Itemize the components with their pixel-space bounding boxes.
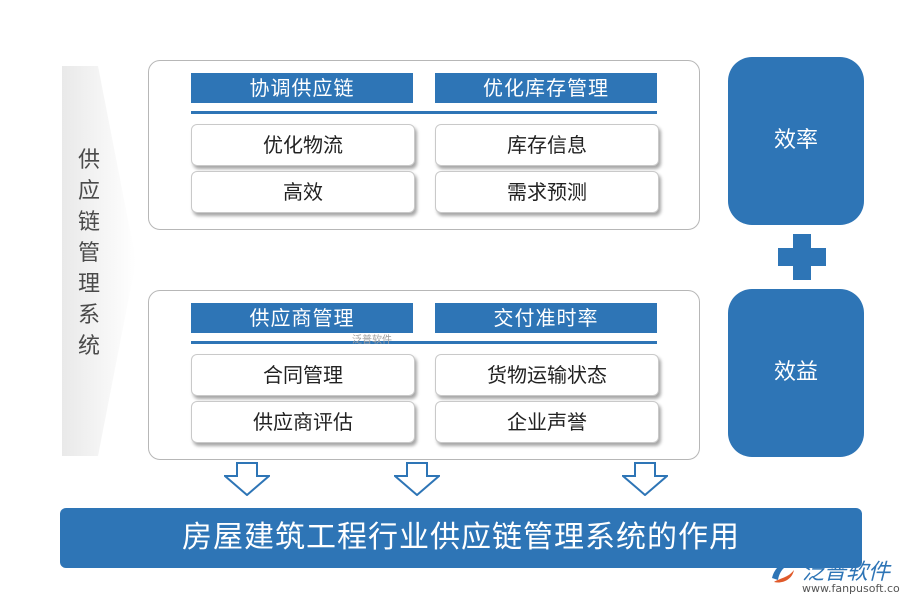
side-arrow	[62, 66, 136, 456]
bottom-panel: 供应商管理 交付准时率 合同管理 供应商评估 货物运输状态 企业声誉	[148, 290, 700, 460]
item-contract-management: 合同管理	[191, 354, 415, 396]
title-banner: 房屋建筑工程行业供应链管理系统的作用	[60, 508, 862, 568]
item-supplier-evaluation: 供应商评估	[191, 401, 415, 443]
item-shipment-status: 货物运输状态	[435, 354, 659, 396]
logo-url: www.fanpusoft.com	[802, 582, 900, 595]
down-arrow-icon	[392, 462, 442, 497]
brand-logo: 泛普软件 www.fanpusoft.com	[768, 554, 900, 598]
logo-mark-icon	[772, 562, 795, 583]
item-optimize-logistics: 优化物流	[191, 124, 415, 166]
item-efficient: 高效	[191, 171, 415, 213]
plus-icon	[778, 234, 826, 280]
header-coordinate-supply-chain: 协调供应链	[191, 73, 413, 103]
logo-name: 泛普软件	[802, 560, 891, 585]
down-arrow-icon	[222, 462, 272, 497]
benefit-box: 效益	[728, 289, 864, 457]
divider	[191, 111, 657, 114]
divider	[191, 341, 657, 344]
item-reputation: 企业声誉	[435, 401, 659, 443]
item-demand-forecast: 需求预测	[435, 171, 659, 213]
efficiency-box: 效率	[728, 57, 864, 225]
header-supplier-management: 供应商管理	[191, 303, 413, 333]
top-panel: 协调供应链 优化库存管理 优化物流 高效 库存信息 需求预测	[148, 60, 700, 230]
side-label: 供应链管理系统	[77, 148, 100, 359]
item-inventory-info: 库存信息	[435, 124, 659, 166]
watermark: 泛普软件	[352, 335, 392, 346]
header-on-time-delivery: 交付准时率	[435, 303, 657, 333]
header-optimize-inventory: 优化库存管理	[435, 73, 657, 103]
down-arrow-icon	[620, 462, 670, 497]
